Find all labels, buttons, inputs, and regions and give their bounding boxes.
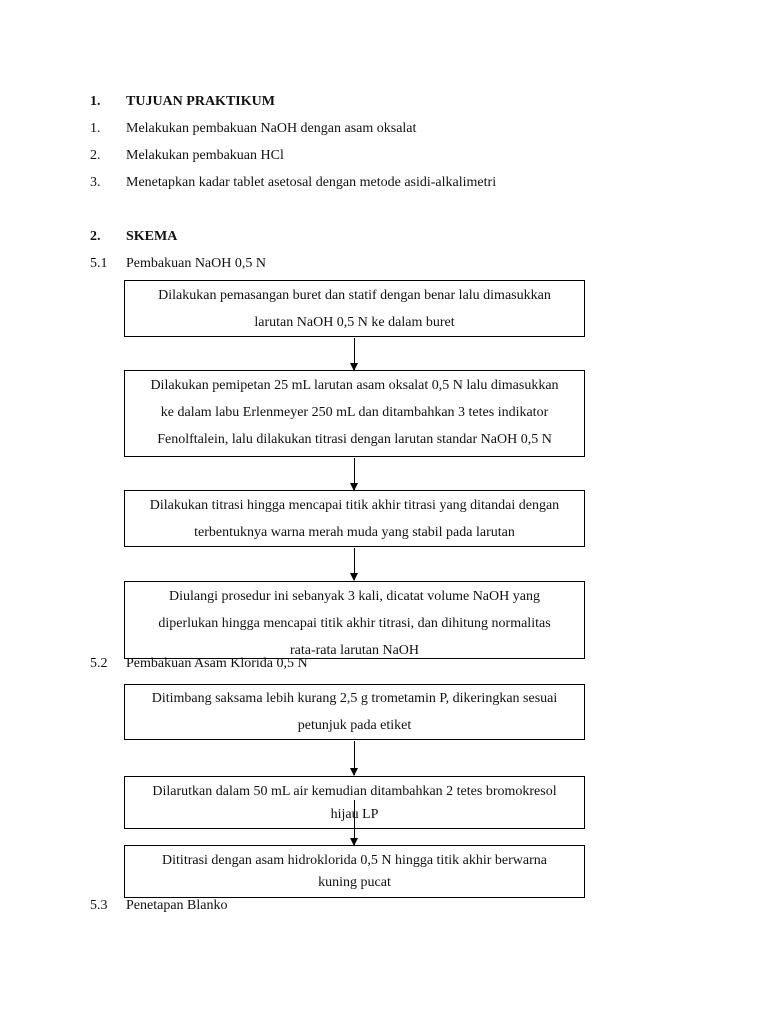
flow-arrow	[350, 338, 358, 371]
flow-arrow	[350, 741, 358, 776]
flow-box-naoh-2: Dilakukan pemipetan 25 mL larutan asam o…	[124, 370, 585, 457]
flow-box-naoh-1: Dilakukan pemasangan buret dan statif de…	[124, 280, 585, 337]
objective-1-text: Melakukan pembakuan NaOH dengan asam oks…	[126, 121, 417, 136]
subsection-5-3-title: Penetapan Blanko	[126, 898, 228, 913]
flow-arrow	[350, 800, 358, 846]
flow-box-line: Dititrasi dengan asam hidroklorida 0,5 N…	[162, 853, 547, 868]
flow-box-naoh-4: Diulangi prosedur ini sebanyak 3 kali, d…	[124, 581, 585, 659]
flow-box-line: kuning pucat	[318, 875, 391, 890]
flow-box-line: Dilarutkan dalam 50 mL air kemudian dita…	[152, 784, 557, 799]
subsection-5-1-title: Pembakuan NaOH 0,5 N	[126, 256, 266, 271]
flow-box-line: rata-rata larutan NaOH	[289, 643, 420, 658]
flow-box-line: larutan NaOH 0,5 N ke dalam buret	[254, 315, 455, 330]
objective-3-text: Menetapkan kadar tablet asetosal dengan …	[126, 175, 497, 190]
flow-box-line: terbentuknya warna merah muda yang stabi…	[194, 525, 515, 540]
flow-arrow	[350, 458, 358, 491]
flow-box-line: Diulangi prosedur ini sebanyak 3 kali, d…	[169, 589, 540, 604]
flow-box-line: Fenolftalein, lalu dilakukan titrasi den…	[157, 432, 552, 447]
section-2-title: SKEMA	[126, 229, 178, 244]
objective-2-number: 2.	[90, 148, 101, 163]
flow-box-hcl-3: Dititrasi dengan asam hidroklorida 0,5 N…	[124, 845, 585, 898]
flow-box-line: diperlukan hingga mencapai titik akhir t…	[158, 616, 551, 631]
flow-box-line: ke dalam labu Erlenmeyer 250 mL dan dita…	[160, 405, 549, 420]
flow-arrow	[350, 548, 358, 581]
subsection-5-2-number: 5.2	[90, 656, 108, 671]
flow-box-naoh-3: Dilakukan titrasi hingga mencapai titik …	[124, 490, 585, 547]
section-1-title: TUJUAN PRAKTIKUM	[126, 94, 275, 109]
flow-box-line: Ditimbang saksama lebih kurang 2,5 g tro…	[151, 691, 558, 706]
objective-1-number: 1.	[90, 121, 101, 136]
subsection-5-3-number: 5.3	[90, 898, 108, 913]
flow-box-line: Dilakukan titrasi hingga mencapai titik …	[149, 498, 560, 513]
objective-3-number: 3.	[90, 175, 101, 190]
section-2-number: 2.	[90, 229, 101, 244]
objective-2-text: Melakukan pembakuan HCl	[126, 148, 284, 163]
flow-box-line: Dilakukan pemipetan 25 mL larutan asam o…	[150, 378, 559, 393]
flow-box-line: petunjuk pada etiket	[297, 718, 412, 733]
flow-box-line: Dilakukan pemasangan buret dan statif de…	[158, 288, 551, 303]
section-1-number: 1.	[90, 94, 101, 109]
subsection-5-2-title: Pembakuan Asam Klorida 0,5 N	[126, 656, 308, 671]
flow-box-hcl-1: Ditimbang saksama lebih kurang 2,5 g tro…	[124, 684, 585, 740]
subsection-5-1-number: 5.1	[90, 256, 108, 271]
